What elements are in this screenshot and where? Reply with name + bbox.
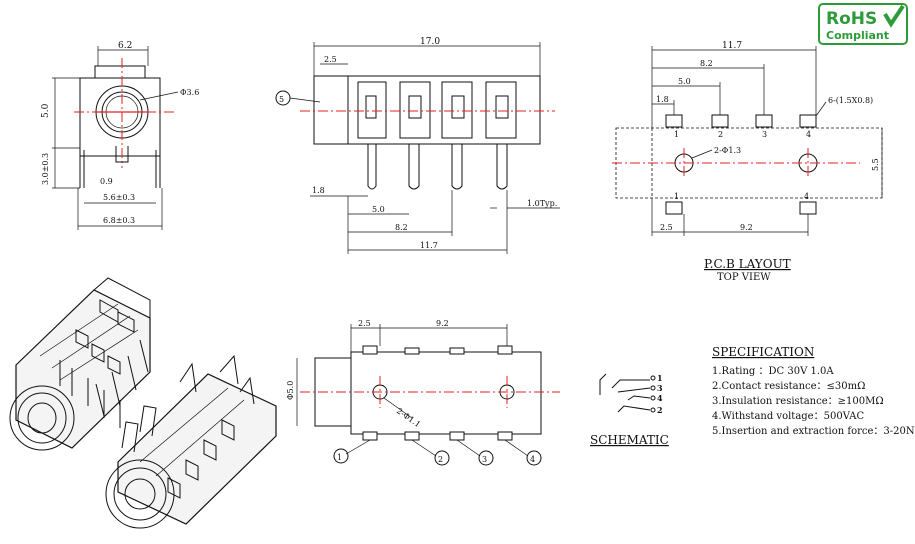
specification: SPECIFICATION 1.Rating ：DC 30V 1.0A 2.Co… xyxy=(712,345,915,437)
bottom-callout-4: 4 xyxy=(530,455,535,464)
bottom-callout-1: 1 xyxy=(337,453,342,462)
pcb-dim-left: 2.5 xyxy=(660,223,673,232)
rohs-subtitle: Compliant xyxy=(826,29,889,42)
pcb-title: P.C.B LAYOUT xyxy=(704,257,791,271)
pcb-dim-span: 9.2 xyxy=(740,223,753,232)
bottom-dim-span: 9.2 xyxy=(436,319,449,328)
pcb-subtitle: TOP VIEW xyxy=(717,272,771,283)
pcb-dim-height: 5.5 xyxy=(871,158,880,171)
spec-item-1: 1.Rating ：DC 30V 1.0A xyxy=(712,366,834,377)
front-view: 6.2 5.0 3.0±0.3 Φ3.6 0.9 5.6±0.3 6.8±0.3 xyxy=(41,41,199,230)
pcb-pad-label-top-3: 3 xyxy=(762,130,767,139)
side-dim-length: 17.0 xyxy=(420,37,440,47)
schematic-pin-2: 2 xyxy=(657,405,663,415)
spec-item-4: 4.Withstand voltage：500VAC xyxy=(712,411,864,422)
pcb-dim-hole: 2-Φ1.3 xyxy=(714,146,741,155)
side-dim-pin-w: 1.0Typ. xyxy=(527,199,557,208)
bottom-callout-3: 3 xyxy=(482,455,487,464)
front-dim-height: 5.0 xyxy=(41,103,51,118)
bottom-view: 2.5 9.2 Φ5.0 2-Φ1.1 1 2 3 4 xyxy=(286,319,560,466)
side-dim-p2: 8.2 xyxy=(395,223,408,232)
spec-title: SPECIFICATION xyxy=(712,345,814,359)
side-view: 17.0 2.5 5 1.8 5.0 8.2 11.7 1.0Typ. xyxy=(275,37,560,254)
front-dim-top: 6.2 xyxy=(118,41,132,51)
rohs-badge: RoHS Compliant xyxy=(818,3,908,45)
front-dim-inner: 5.6±0.3 xyxy=(103,193,135,202)
pcb-dim-total: 11.7 xyxy=(722,41,742,51)
front-dim-dia: Φ3.6 xyxy=(180,88,199,97)
schematic-pin-1: 1 xyxy=(657,373,663,383)
check-icon xyxy=(883,4,905,28)
pcb-pad-label-top-2: 2 xyxy=(718,130,723,139)
schematic-pin-4: 4 xyxy=(657,393,663,403)
side-dim-p1: 5.0 xyxy=(372,205,385,214)
schematic-pin-3: 3 xyxy=(657,383,663,393)
schematic: 1 3 4 2 SCHEMATIC xyxy=(590,373,669,447)
pcb-pad-label-top-4: 4 xyxy=(806,130,811,139)
pcb-dim-pad: 6-(1.5X0.8) xyxy=(828,96,873,105)
pcb-dim-p2: 8.2 xyxy=(700,59,713,68)
spec-item-3: 3.Insulation resistance：≥100MΩ xyxy=(712,396,884,407)
front-dim-outer: 6.8±0.3 xyxy=(103,216,135,225)
bottom-dim-dia: Φ5.0 xyxy=(286,381,295,400)
schematic-label: SCHEMATIC xyxy=(590,433,669,447)
side-dim-offset: 2.5 xyxy=(324,55,337,64)
side-dim-pin-h: 1.8 xyxy=(312,186,325,195)
front-dim-pin-w: 0.9 xyxy=(100,177,113,186)
pcb-pad-label-bottom-1: 1 xyxy=(674,192,679,201)
pcb-dim-p1: 5.0 xyxy=(678,77,691,86)
side-callout: 5 xyxy=(279,95,284,104)
bottom-dim-left: 2.5 xyxy=(358,319,371,328)
pcb-dim-p0: 1.8 xyxy=(656,95,669,104)
bottom-dim-hole: 2-Φ1.1 xyxy=(395,406,422,429)
spec-item-5: 5.Insertion and extraction force：3-20N xyxy=(712,426,915,437)
pcb-pad-label-bottom-4: 4 xyxy=(804,192,809,201)
front-dim-pin-len: 3.0±0.3 xyxy=(41,153,50,185)
isometric-product-view xyxy=(9,277,277,529)
spec-item-2: 2.Contact resistance：≤30mΩ xyxy=(712,381,865,392)
bottom-callout-2: 2 xyxy=(438,455,443,464)
rohs-title: RoHS xyxy=(826,9,877,29)
pcb-layout: 1 2 3 4 1 4 11.7 8.2 5.0 1.8 6-(1.5X0.8)… xyxy=(612,41,883,283)
pcb-pad-label-top-1: 1 xyxy=(674,130,679,139)
side-dim-p3: 11.7 xyxy=(420,241,438,250)
